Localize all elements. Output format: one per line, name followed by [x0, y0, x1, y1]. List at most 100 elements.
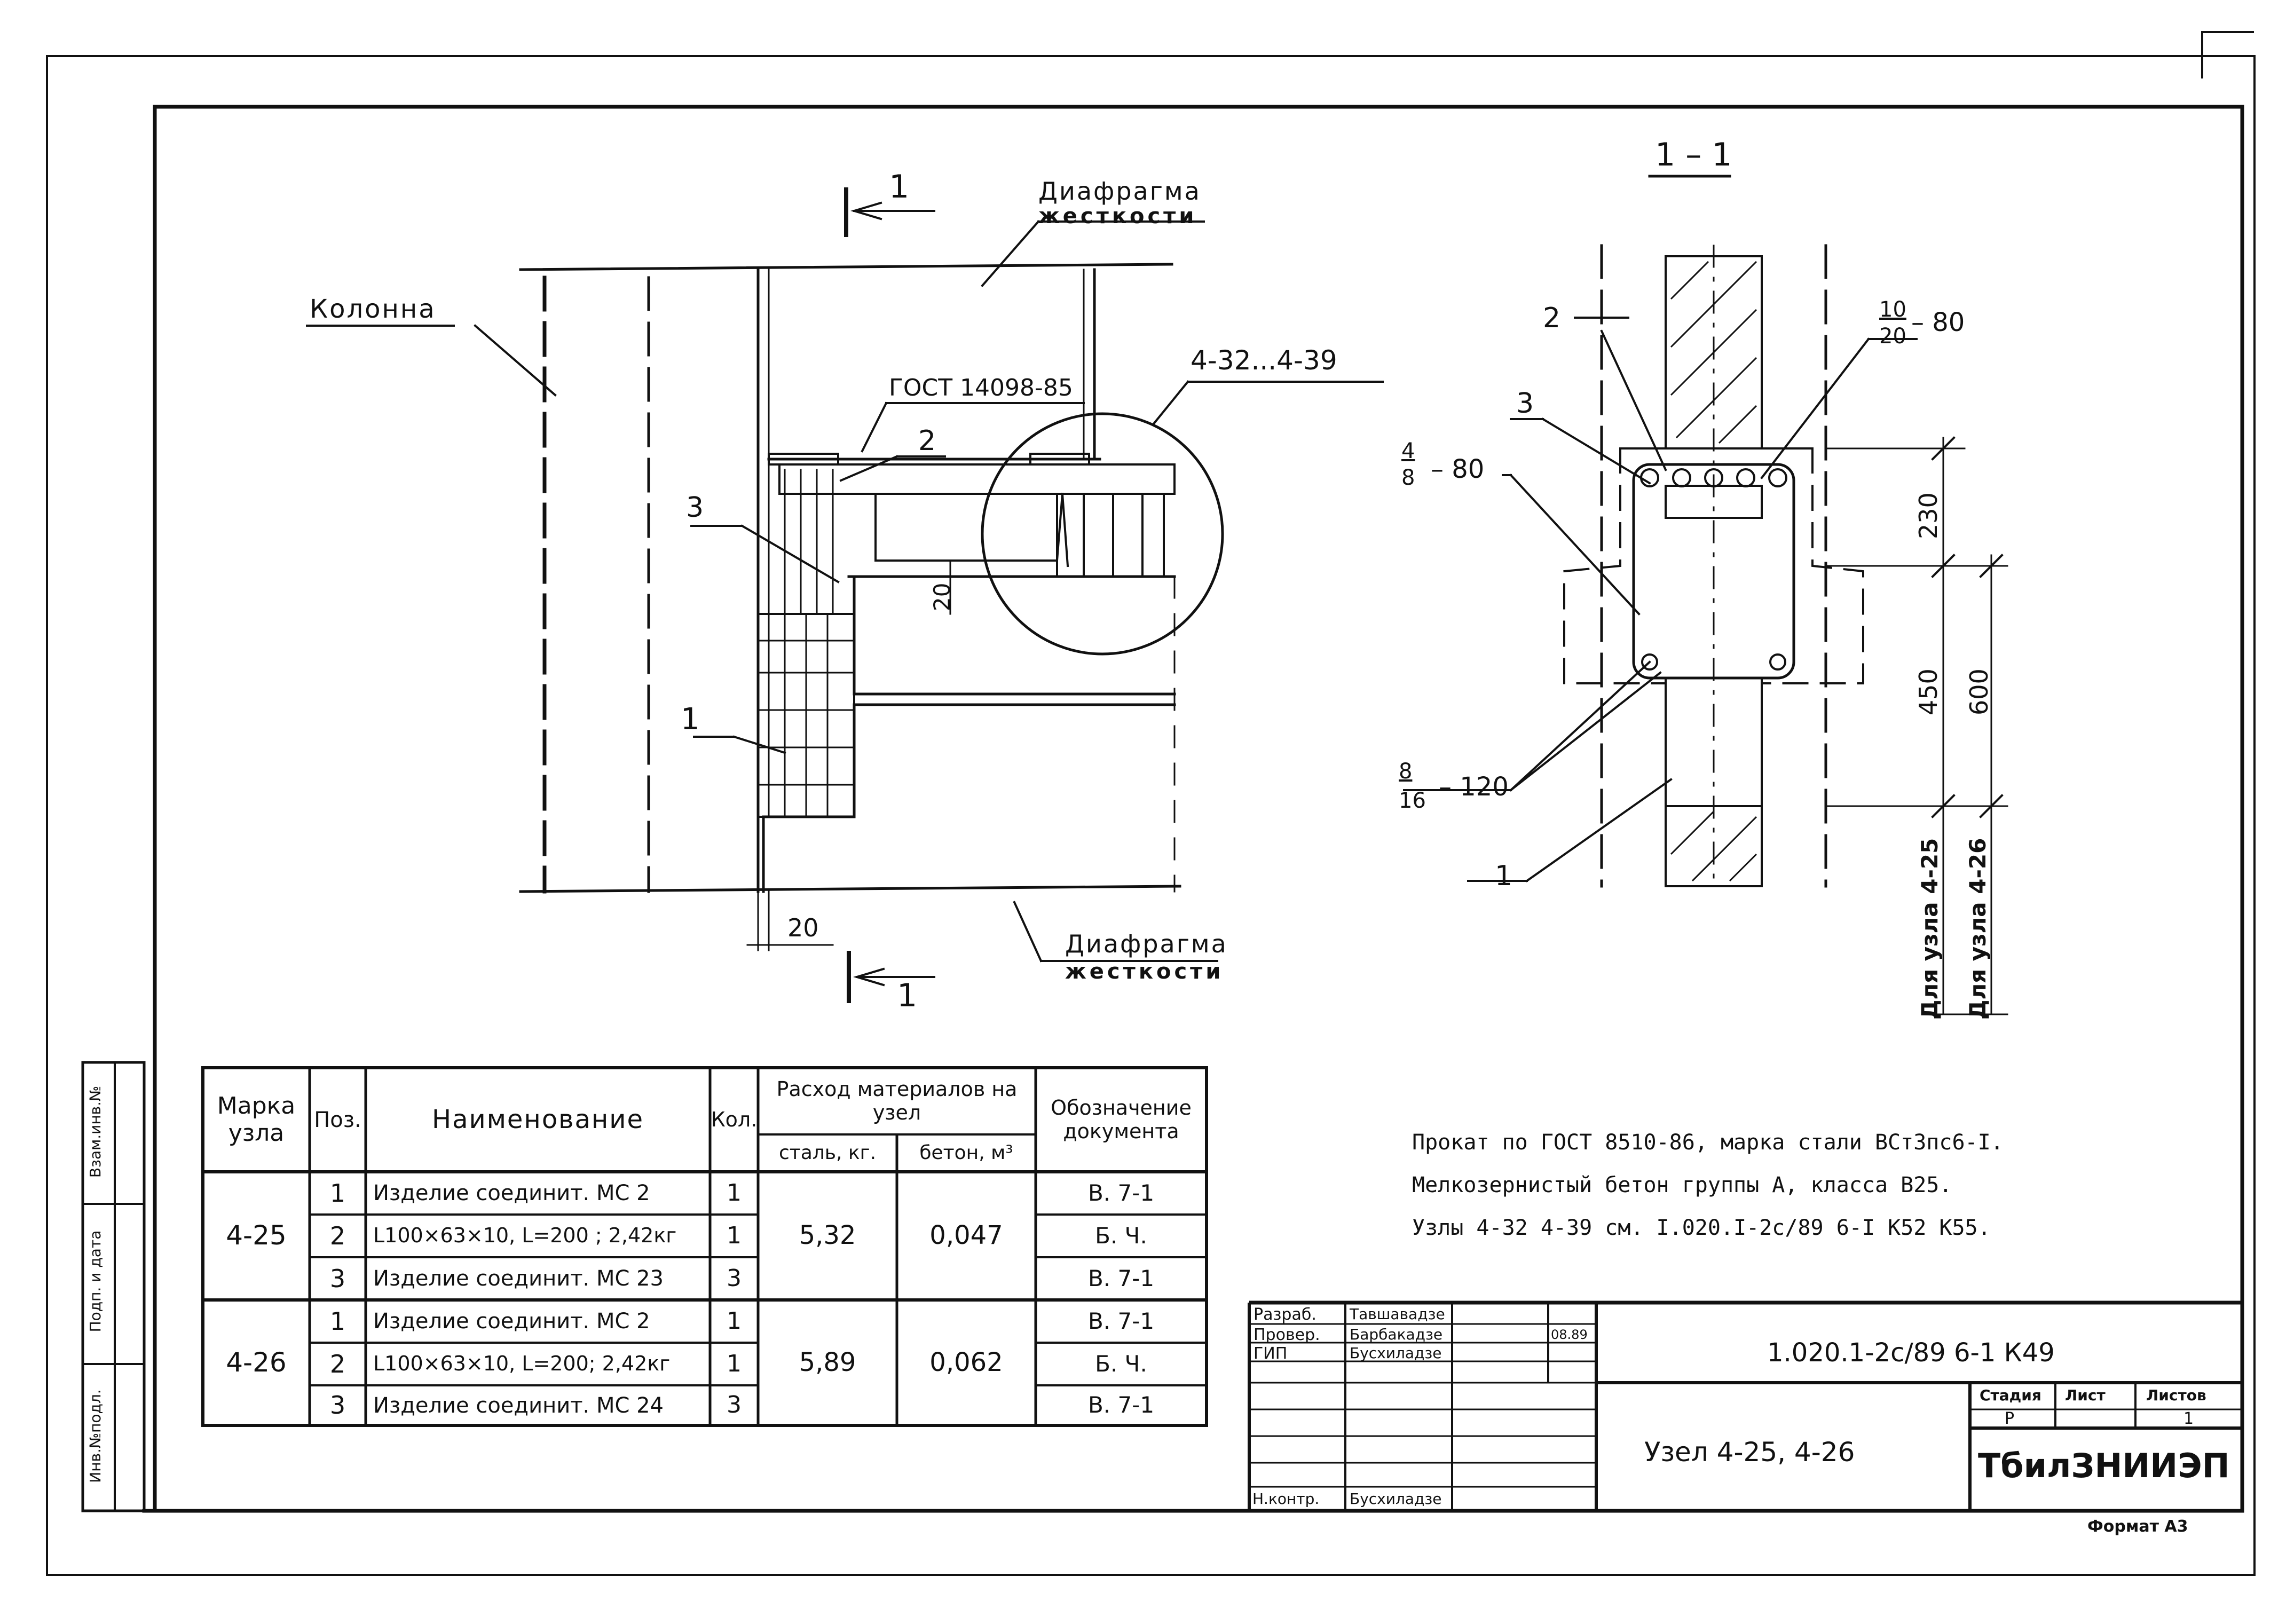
th-mark: Марка узла [217, 1092, 296, 1147]
table-row-pos: 2 [329, 1349, 346, 1378]
name-checker: Барбакадзе [1350, 1326, 1443, 1343]
table-row-doc: В. 7-1 [1087, 1307, 1155, 1334]
stage-label: Стадия [1980, 1386, 2041, 1404]
table-row-name: Изделие соединит. МС 23 [373, 1266, 664, 1291]
section-title: 1 – 1 [1655, 136, 1732, 174]
side-stamp-sign-date: Подп. и дата [86, 1230, 104, 1333]
table-row-qty: 1 [727, 1179, 742, 1207]
mark-4-25: 4-25 [226, 1220, 287, 1251]
rebar-bottom-num: 8 [1399, 759, 1413, 784]
rebar-left-den: 8 [1401, 466, 1415, 490]
dim-600: 600 [1965, 668, 1993, 715]
role-norm-control: Н.контр. [1252, 1490, 1320, 1508]
for-node-425-label: Для узла 4-25 [1917, 838, 1943, 1020]
table-row-qty: 1 [727, 1221, 742, 1249]
organization-name: ТбилЗНИИЭП [1978, 1446, 2230, 1485]
table-row-name: Изделие соединит. МС 2 [373, 1309, 650, 1334]
concrete-4-25: 0,047 [929, 1220, 1003, 1251]
dim-450: 450 [1914, 668, 1943, 715]
th-concrete: бетон, м³ [919, 1142, 1013, 1164]
section-mark-bottom: 1 [897, 977, 918, 1014]
pos-3-label: 3 [686, 492, 704, 524]
section-mark-top: 1 [889, 168, 910, 206]
pos-1-label: 1 [681, 702, 700, 737]
sheet-label: Лист [2065, 1386, 2106, 1404]
rebar-top-num: 10 [1879, 297, 1906, 322]
section-pos-2: 2 [1543, 302, 1561, 334]
diaphragm-bottom-label-1: Диафрагма [1065, 929, 1228, 958]
th-designation: Обозначение документа [1051, 1095, 1192, 1143]
callout-range-label: 4-32...4-39 [1191, 345, 1337, 376]
table-row-name: L100×63×10, L=200 ; 2,42кг [373, 1224, 677, 1248]
table-row-qty: 1 [727, 1307, 742, 1335]
outer-border [46, 55, 2256, 1576]
document-code: 1.020.1-2с/89 6-1 К49 [1767, 1338, 2055, 1368]
table-row-doc: Б. Ч. [1095, 1350, 1147, 1377]
spec-table-grid [201, 1066, 1208, 1427]
title-block-grid [1248, 1300, 2242, 1511]
note-1: Прокат по ГОСТ 8510-86, марка стали ВСт3… [1412, 1130, 2004, 1155]
rebar-bottom-den: 16 [1399, 789, 1426, 813]
diaphragm-top-label-1: Диафрагма [1038, 177, 1201, 206]
column-label: Колонна [310, 294, 436, 324]
section-pos-3: 3 [1516, 388, 1534, 420]
section-pos-1: 1 [1495, 860, 1513, 892]
side-stamp-frame [81, 1061, 146, 1512]
side-stamp-replace-inv: Взам.инв.№ [86, 1085, 104, 1178]
gost-label: ГОСТ 14098-85 [889, 374, 1073, 401]
th-steel: сталь, кг. [778, 1142, 877, 1164]
table-row-qty: 3 [727, 1264, 742, 1292]
table-row-pos: 1 [329, 1178, 346, 1208]
table-row-name: L100×63×10, L=200; 2,42кг [373, 1352, 671, 1376]
format-label: Формат А3 [2087, 1517, 2188, 1536]
th-qty: Кол. [711, 1107, 758, 1131]
concrete-4-26: 0,062 [929, 1347, 1003, 1377]
note-3: Узлы 4-32 4-39 см. I.020.I-2с/89 6-I К52… [1412, 1216, 1991, 1240]
table-row-qty: 1 [727, 1350, 742, 1377]
table-row-qty: 3 [727, 1391, 742, 1419]
diaphragm-bottom-label-2: жесткости [1065, 959, 1224, 984]
diaphragm-top-label-2: жесткости [1038, 204, 1197, 228]
table-row-name: Изделие соединит. МС 2 [373, 1181, 650, 1205]
stage-value: Р [2005, 1409, 2015, 1428]
sheets-label: Листов [2146, 1386, 2206, 1404]
dim-20-vertical: 20 [929, 582, 955, 611]
table-row-pos: 1 [329, 1306, 346, 1336]
steel-4-26: 5,89 [799, 1347, 856, 1377]
drawing-title: Узел 4-25, 4-26 [1644, 1437, 1855, 1468]
mark-4-26: 4-26 [226, 1346, 287, 1378]
table-row-name: Изделие соединит. МС 24 [373, 1393, 664, 1418]
table-row-doc: В. 7-1 [1087, 1179, 1155, 1206]
table-row-pos: 3 [329, 1264, 346, 1293]
table-row-pos: 3 [329, 1391, 346, 1420]
rebar-left-spacing: – 80 [1431, 454, 1485, 484]
table-row-pos: 2 [329, 1221, 346, 1250]
steel-4-25: 5,32 [799, 1220, 856, 1251]
section-hatching [1670, 261, 1757, 882]
th-consumption: Расход материалов на узел [776, 1077, 1018, 1124]
table-row-doc: В. 7-1 [1087, 1392, 1155, 1418]
date-checker: 08.89 [1551, 1327, 1588, 1342]
note-2: Мелкозернистый бетон группы А, класса В2… [1412, 1173, 1952, 1197]
name-developer: Тавшавадзе [1350, 1305, 1445, 1323]
side-stamp-inv-orig: Инв.№подл. [86, 1389, 104, 1483]
role-chief-engineer: ГИП [1254, 1344, 1288, 1363]
name-norm-control: Бусхиладзе [1350, 1490, 1442, 1508]
dim-230: 230 [1914, 492, 1943, 539]
role-checker: Провер. [1254, 1326, 1320, 1344]
rebar-top-den: 20 [1879, 324, 1906, 349]
rebar-top-spacing: – 80 [1911, 308, 1965, 337]
for-node-426-label: Для узла 4-26 [1965, 838, 1991, 1020]
sheets-value: 1 [2183, 1409, 2194, 1428]
rebar-bottom-spacing: – 120 [1439, 772, 1509, 802]
rebar-left-num: 4 [1401, 439, 1415, 463]
table-row-doc: Б. Ч. [1095, 1222, 1147, 1249]
node-drawing [306, 187, 1384, 1003]
dim-20-bottom: 20 [787, 913, 819, 942]
role-developer: Разраб. [1254, 1305, 1317, 1324]
name-chief-engineer: Бусхиладзе [1350, 1344, 1442, 1362]
th-name: Наименование [431, 1104, 644, 1134]
table-row-doc: В. 7-1 [1087, 1265, 1155, 1291]
pos-2-label: 2 [918, 425, 936, 457]
